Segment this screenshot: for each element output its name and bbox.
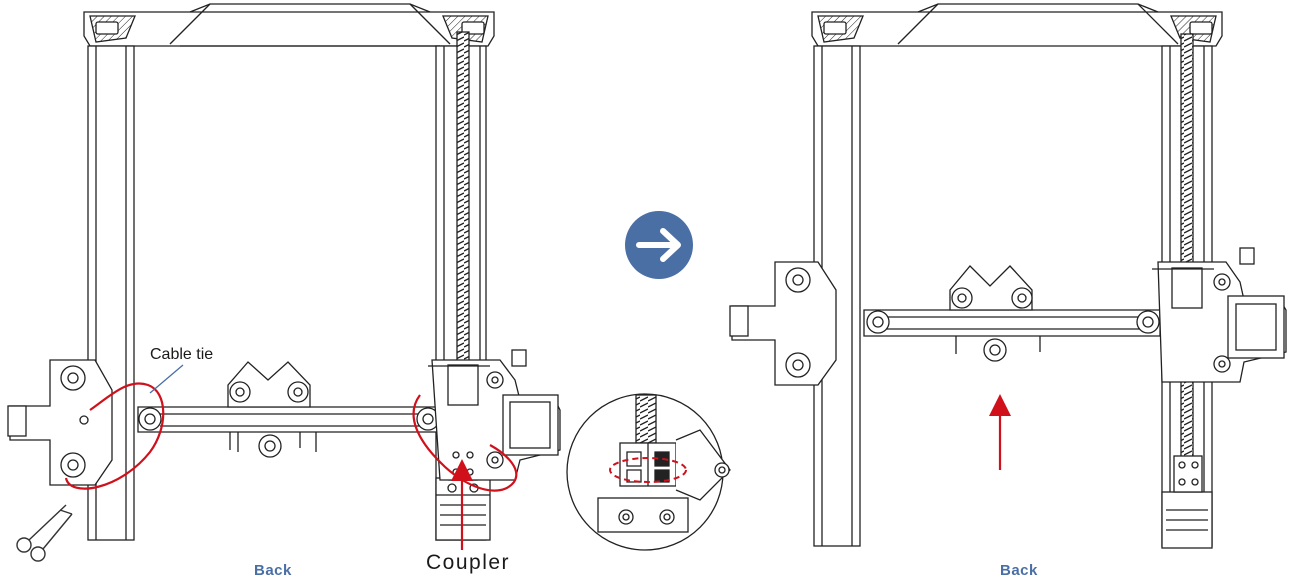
cable-tie-pointer [149,364,184,394]
back-label-right: Back [1000,562,1038,579]
arrow-right-icon [625,211,693,279]
cable-tie-highlights [64,382,518,492]
right-frame [729,3,1287,549]
back-label-left: Back [254,562,292,579]
cable-tie-label: Cable tie [150,346,214,363]
coupler-label: Coupler [426,551,511,574]
left-frame [7,3,561,541]
scissors-icon [16,504,73,562]
coupler-detail-inset [566,393,731,551]
rotation-dashed-arc [609,457,687,483]
